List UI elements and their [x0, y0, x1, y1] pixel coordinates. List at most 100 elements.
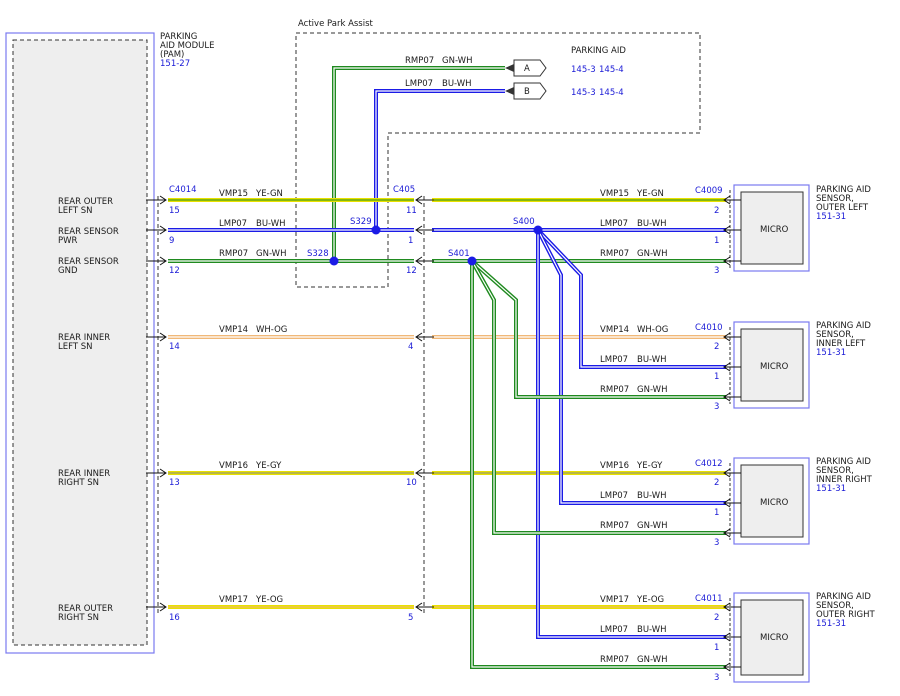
- sensor-pin: 2: [714, 478, 719, 488]
- sensor-wire-circuit: VMP17: [600, 595, 629, 605]
- blue-branch-outer-right: [536, 230, 726, 639]
- sensor-name-line: OUTER RIGHT: [816, 610, 875, 620]
- left-wire-circuit: VMP14: [219, 325, 248, 335]
- splice-label: S329: [350, 217, 372, 227]
- active-park-assist-boundary: [295, 32, 701, 288]
- left-wire-color: YE-GY: [255, 461, 282, 471]
- pam-title-line-1: PARKING: [160, 32, 197, 42]
- left-wire-circuit: LMP07: [219, 219, 247, 229]
- left-wire-color: YE-OG: [255, 595, 283, 605]
- sensor-inner-right-micro: [740, 464, 804, 538]
- sensor-pin: 1: [714, 372, 719, 382]
- green-branch-inner-left-core: [471, 260, 726, 398]
- pam-pin-label: REAR SENSOR: [58, 227, 119, 237]
- sensor-pin-arrow: [723, 662, 741, 672]
- parking-aid-label: PARKING AID: [571, 46, 626, 56]
- apa-ref: 145-4: [599, 88, 624, 98]
- sensor-ref: 151-31: [816, 212, 846, 222]
- connector-b-shape: [513, 82, 547, 100]
- sensor-name-line: SENSOR,: [816, 601, 854, 611]
- sensor-outer-left-box: [733, 184, 810, 272]
- sensor-name-line: INNER RIGHT: [816, 475, 873, 485]
- sensor-name-line: SENSOR,: [816, 466, 854, 476]
- pam-pin-label: GND: [58, 266, 78, 276]
- pam-pin-number: 13: [169, 478, 180, 488]
- pam-pin-arrow: [146, 195, 167, 205]
- sensor-wire-circuit: VMP14: [600, 325, 629, 335]
- sensor-ref: 151-31: [816, 619, 846, 629]
- sensor-pin-arrow: [723, 528, 741, 538]
- connector-b-arrow: [505, 87, 514, 95]
- sensor-pin: 3: [714, 538, 719, 548]
- sensor-name-line: PARKING AID: [816, 592, 871, 602]
- pam-pin-label: LEFT SN: [58, 206, 93, 216]
- connector-b-label: B: [524, 87, 530, 97]
- pam-pin-label: REAR SENSOR: [58, 257, 119, 267]
- apa-blue-wire-core: [375, 90, 505, 230]
- pam-pin-label: LEFT SN: [58, 342, 93, 352]
- splice-s401: [467, 256, 477, 266]
- connector-c405-label: C405: [393, 185, 415, 195]
- sensor-name-line: SENSOR,: [816, 330, 854, 340]
- c405-pin-arrow: [415, 225, 434, 235]
- apa-ref: 145-3: [571, 88, 596, 98]
- blue-branch-inner-left-core: [537, 229, 726, 368]
- apa-wire-color: BU-WH: [442, 79, 472, 89]
- splice-s328: [329, 256, 339, 266]
- sensor-connector: C4010: [695, 323, 723, 333]
- sensor-wire-color: YE-OG: [636, 595, 664, 605]
- sensor-pin-arrow: [723, 392, 741, 402]
- sensor-pin-arrow: [723, 632, 741, 642]
- connector-a-label: A: [524, 64, 530, 74]
- sensor-wire-color: BU-WH: [637, 355, 667, 365]
- sensor-wire-circuit: RMP07: [600, 521, 629, 531]
- sensor-pin: 2: [714, 342, 719, 352]
- sensor-wire-color: YE-GN: [636, 189, 664, 199]
- sensor-name-line: PARKING AID: [816, 457, 871, 467]
- c405-pin-arrow: [415, 602, 434, 612]
- left-wire-circuit: VMP15: [219, 189, 248, 199]
- c405-pin-arrow: [415, 468, 434, 478]
- sensor-pin: 1: [714, 508, 719, 518]
- apa-green-wire-core: [333, 67, 505, 261]
- sensor-wire-color: YE-GY: [636, 461, 663, 471]
- sensor-wire-color: GN-WH: [637, 249, 667, 259]
- blue-branch-inner-left: [536, 228, 726, 369]
- left-wire-color: GN-WH: [256, 249, 286, 259]
- sensor-wire-color: GN-WH: [637, 521, 667, 531]
- left-wire-circuit: VMP16: [219, 461, 248, 471]
- sensor-wire-circuit: VMP15: [600, 189, 629, 199]
- sensor-wire-color: GN-WH: [637, 385, 667, 395]
- active-park-assist-label: Active Park Assist: [298, 19, 374, 29]
- green-branch-inner-right-core: [471, 260, 726, 534]
- apa-wire-circuit: RMP07: [405, 56, 434, 66]
- sensor-outer-left-micro: [740, 191, 804, 265]
- green-branch-outer-right-core: [471, 261, 726, 668]
- pam-module-inner: [12, 39, 148, 646]
- sensor-pin: 2: [714, 613, 719, 623]
- splice-label: S401: [448, 249, 470, 259]
- sensor-connector: C4009: [695, 186, 723, 196]
- pam-module-box: [5, 32, 155, 654]
- sensor-wire-color: BU-WH: [637, 625, 667, 635]
- sensor-pin-arrow: [723, 468, 741, 478]
- sensor-wire-color: BU-WH: [637, 219, 667, 229]
- sensor-inner-right-box: [733, 457, 810, 545]
- pam-pin-number: 14: [169, 342, 180, 352]
- c405-pin-number: 12: [406, 266, 417, 276]
- sensor-pin: 3: [714, 673, 719, 683]
- apa-blue-wire: [374, 89, 505, 230]
- pam-pin-arrow: [146, 332, 167, 342]
- sensor-pin: 2: [714, 206, 719, 216]
- left-wire-color: BU-WH: [256, 219, 286, 229]
- sensor-pin-arrow: [723, 256, 741, 266]
- sensor-pin-arrow: [723, 195, 741, 205]
- sensor-wire-color: BU-WH: [637, 491, 667, 501]
- sensor-pin-arrows: [723, 195, 741, 672]
- pam-pin-label: REAR INNER: [58, 469, 110, 479]
- pam-pin-number: 12: [169, 266, 180, 276]
- sensor-pin: 1: [714, 643, 719, 653]
- blue-branch-outer-right-core: [537, 230, 726, 638]
- pam-title-line-2: AID MODULE: [160, 41, 214, 51]
- pam-pin-label: PWR: [58, 236, 78, 246]
